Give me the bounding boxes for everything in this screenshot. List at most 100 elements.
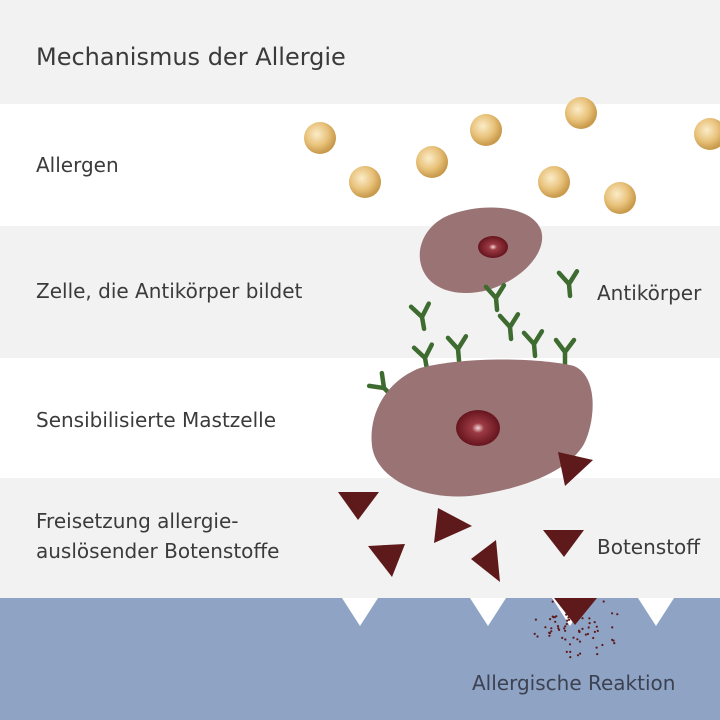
band-antibody-cell (0, 226, 720, 358)
allergen-sphere-icon (565, 97, 597, 129)
reaction-dot (579, 652, 582, 655)
reaction-dot (611, 612, 614, 615)
reaction-dot (565, 650, 568, 654)
reaction-dot (551, 600, 554, 603)
reaction-dot (587, 626, 590, 629)
reaction-dot (560, 604, 563, 607)
label-reaction: Allergische Reaktion (472, 671, 676, 695)
reaction-dot (593, 621, 596, 624)
nucleus (456, 410, 500, 446)
reaction-dot (559, 601, 562, 604)
antibody-producing-cell (419, 207, 543, 294)
row-label-allergen: Allergen (36, 153, 119, 177)
reaction-dot (611, 626, 614, 629)
band-title (0, 0, 720, 104)
reaction-dot (551, 615, 554, 618)
reaction-dot (557, 627, 560, 630)
reaction-dot (595, 646, 598, 649)
reaction-dot (544, 626, 547, 629)
reaction-dot (601, 643, 604, 647)
label-antibody: Antikörper (597, 281, 702, 305)
reaction-dot (565, 613, 568, 616)
reaction-dot (569, 650, 572, 654)
allergen-sphere-icon (416, 146, 448, 178)
reaction-dot (596, 653, 599, 656)
messenger-triangle-icon (554, 598, 597, 625)
messenger-triangle-icon (471, 540, 500, 582)
allergen-sphere-icon (604, 182, 636, 214)
reaction-dot (534, 618, 538, 621)
row-label-mast-cell: Sensibilisierte Mastzelle (36, 408, 277, 432)
reaction-dot (569, 656, 572, 659)
allergen-sphere-icon (349, 166, 381, 198)
reaction-dot (576, 638, 579, 641)
reaction-dot (563, 627, 566, 630)
reaction-dot (602, 600, 605, 603)
reaction-dot (564, 601, 567, 604)
antibody-y-icon (553, 337, 577, 367)
nucleus (478, 236, 508, 258)
reaction-dot (578, 640, 582, 643)
reaction-dot (566, 619, 569, 622)
antibody-y-icon (556, 269, 580, 299)
reaction-dot (596, 629, 599, 633)
row-label-release-line2: auslösender Botenstoffe (36, 539, 280, 563)
reaction-dot (616, 613, 619, 616)
reaction-dot (588, 617, 591, 620)
band-mast-cell (0, 358, 720, 478)
reaction-dot (555, 615, 558, 618)
reaction-dot (588, 622, 591, 625)
reaction-dot (536, 635, 539, 638)
reaction-dot (548, 632, 552, 635)
page-title: Mechanismus der Allergie (36, 43, 346, 71)
messenger-triangle-icon (558, 452, 593, 486)
reaction-dot (581, 617, 584, 620)
reaction-dot (564, 638, 567, 641)
antibody-y-icon (483, 283, 507, 313)
antibody-y-icon (408, 301, 432, 332)
row-label-release-line1: Freisetzung allergie- (36, 509, 239, 533)
reaction-dot (533, 632, 536, 636)
reaction-dot (573, 602, 576, 605)
band-allergen (0, 104, 720, 226)
reaction-dot (561, 636, 564, 640)
reaction-dots (533, 600, 619, 659)
antibody-y-icon (497, 312, 521, 342)
sensitized-mast-cell (371, 359, 593, 497)
antibody-y-icon (521, 329, 545, 359)
reaction-dot (558, 628, 561, 632)
antibody-y-icon (445, 334, 469, 364)
label-messenger: Botenstoff (597, 535, 701, 559)
reaction-dot (613, 642, 616, 645)
reaction-dot (612, 639, 615, 642)
messenger-triangle-icon (368, 544, 405, 577)
reaction-dot (595, 625, 598, 628)
reaction-dot (581, 627, 584, 631)
reaction-dot (592, 636, 595, 640)
reaction-dot (573, 615, 576, 619)
allergen-sphere-icon (304, 122, 336, 154)
messenger-substances (338, 452, 597, 625)
reaction-dot (556, 625, 560, 628)
allergen-particles (304, 97, 720, 214)
messenger-triangle-icon (434, 508, 472, 543)
tissue-layer (0, 598, 720, 720)
reaction-dot (564, 629, 567, 632)
reaction-dot (568, 643, 572, 646)
reaction-dot (567, 616, 570, 619)
reaction-dot (577, 629, 581, 632)
reaction-dot (549, 618, 552, 621)
reaction-dot (572, 636, 575, 639)
reaction-dot (577, 616, 580, 619)
reaction-dot (586, 632, 590, 636)
reaction-dot (565, 622, 568, 626)
messenger-triangle-icon (338, 492, 379, 520)
allergen-sphere-icon (470, 114, 502, 146)
reaction-dot (584, 633, 588, 636)
reaction-dot (550, 627, 553, 630)
reaction-dot (550, 630, 553, 633)
row-label-antibody-cell: Zelle, die Antikörper bildet (36, 279, 303, 303)
reaction-dot (564, 625, 567, 628)
